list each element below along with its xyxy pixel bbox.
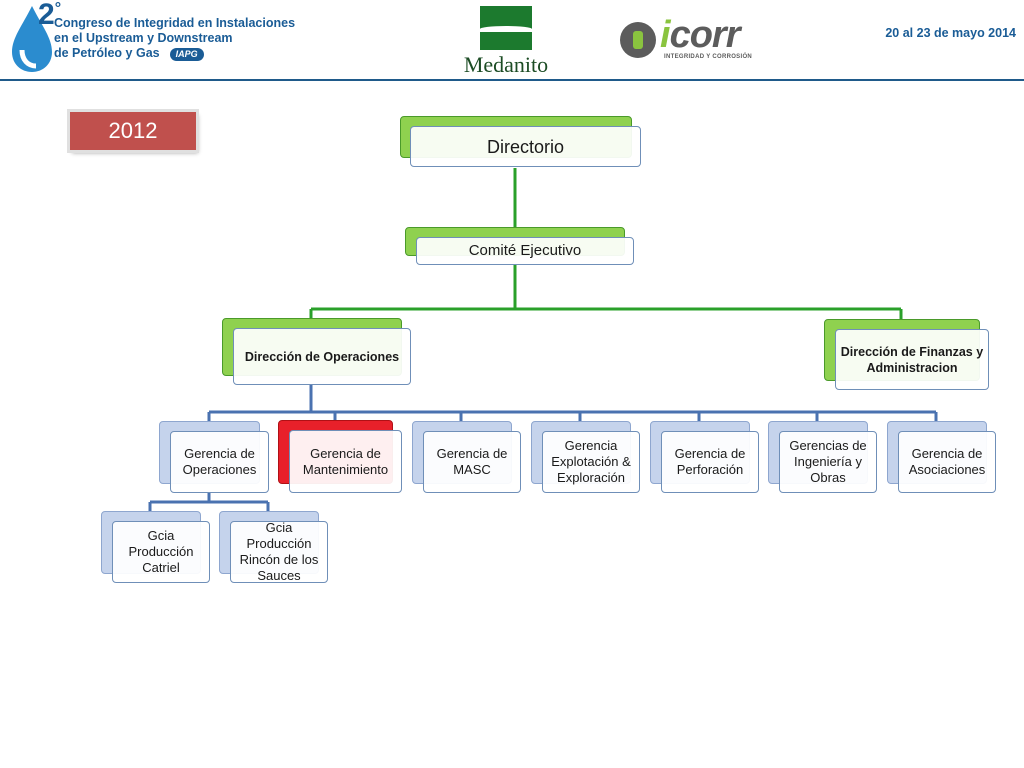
congreso-line-1: Congreso de Integridad en Instalaciones (54, 16, 296, 30)
node-direccion-operaciones[interactable]: Dirección de Operaciones (222, 318, 412, 386)
node-gerencia-4-label: Gerencia Explotación & Exploración (542, 431, 640, 493)
node-gerencia-masc[interactable]: Gerencia de MASC (412, 421, 522, 494)
node-direccion-finanzas[interactable]: Dirección de Finanzas y Administracion (824, 319, 990, 391)
node-directorio-label: Directorio (410, 126, 641, 167)
icorr-tagline: INTEGRIDAD Y CORROSIÓN (664, 54, 753, 60)
node-gerencia-1-label: Gerencia de Operaciones (170, 431, 269, 493)
node-gerencia-5-label: Gerencia de Perforación (661, 431, 759, 493)
node-gcia-1-label: Gcia Producción Catriel (112, 521, 210, 583)
node-dir-finanzas-label: Dirección de Finanzas y Administracion (835, 329, 989, 390)
congreso-logo: 2° Congreso de Integridad en Instalacion… (6, 0, 306, 76)
node-gerencia-asociaciones[interactable]: Gerencia de Asociaciones (887, 421, 997, 494)
congreso-line-3: de Petróleo y Gas (54, 46, 160, 60)
node-dir-operaciones-label: Dirección de Operaciones (233, 328, 411, 385)
node-gerencias-ingenieria[interactable]: Gerencias de Ingeniería y Obras (768, 421, 878, 494)
iapg-logo: IAPG (169, 48, 204, 61)
node-gcia-catriel[interactable]: Gcia Producción Catriel (101, 511, 211, 584)
node-comite-label: Comité Ejecutivo (416, 237, 634, 265)
year-badge: 2012 (70, 112, 196, 150)
medanito-dune-icon (480, 6, 532, 50)
water-drop-icon (12, 6, 52, 72)
node-gerencia-mantenimiento[interactable]: Gerencia de Mantenimiento (278, 420, 403, 494)
icorr-wordmark-rest: corr (669, 14, 741, 56)
node-gcia-rincon[interactable]: Gcia Producción Rincón de los Sauces (219, 511, 329, 584)
node-gerencia-operaciones[interactable]: Gerencia de Operaciones (159, 421, 270, 494)
event-date: 20 al 23 de mayo 2014 (885, 26, 1016, 40)
node-gerencia-perforacion[interactable]: Gerencia de Perforación (650, 421, 760, 494)
header-divider (0, 79, 1024, 81)
node-gerencia-3-label: Gerencia de MASC (423, 431, 521, 493)
node-gerencia-2-label: Gerencia de Mantenimiento (289, 430, 402, 493)
node-gcia-2-label: Gcia Producción Rincón de los Sauces (230, 520, 328, 583)
node-directorio[interactable]: Directorio (400, 116, 642, 168)
icorr-circle-icon (620, 22, 656, 58)
node-gerencia-6-label: Gerencias de Ingeniería y Obras (779, 431, 877, 493)
node-gerencia-explotacion[interactable]: Gerencia Explotación & Exploración (531, 421, 641, 494)
slide-header: 2° Congreso de Integridad en Instalacion… (0, 0, 1024, 81)
congreso-ordinal: ° (54, 0, 62, 17)
congreso-line-2: en el Upstream y Downstream (54, 31, 233, 45)
icorr-logo: icorr INTEGRIDAD Y CORROSIÓN (620, 14, 770, 66)
node-comite-ejecutivo[interactable]: Comité Ejecutivo (405, 227, 635, 266)
congreso-number: 2 (38, 0, 55, 31)
node-gerencia-7-label: Gerencia de Asociaciones (898, 431, 996, 493)
medanito-logo: Medanito (452, 4, 560, 81)
icorr-wordmark-i: i (660, 14, 671, 56)
